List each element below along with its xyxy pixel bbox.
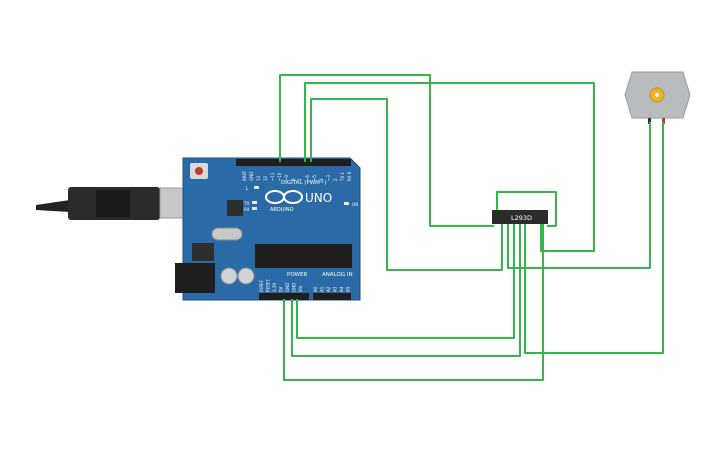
power-pin-label-0: IOREF <box>259 279 264 292</box>
usb-chip <box>227 200 243 216</box>
arduino-board[interactable]: UNO ARDUINO DIGITAL (PWM~) POWER ANALOG … <box>175 157 361 301</box>
voltage-regulator <box>192 243 214 261</box>
power-pin-label-5: GND <box>292 283 297 292</box>
wire-3[interactable] <box>310 98 503 271</box>
capacitor-1 <box>220 267 238 285</box>
board-brand: ARDUINO <box>270 207 294 213</box>
led-label-2: RX <box>244 207 250 212</box>
usb-cable[interactable] <box>36 187 201 220</box>
analog-pin-label-0: A0 <box>313 286 318 292</box>
l293d-label: L293D <box>511 214 532 222</box>
digital-header <box>236 159 351 166</box>
digital-label: DIGITAL (PWM~) <box>281 180 327 186</box>
motor-shaft-center <box>655 93 659 97</box>
motor-terminal-1 <box>648 118 651 124</box>
analog-label: ANALOG IN <box>322 272 353 278</box>
wire-5[interactable] <box>507 122 651 269</box>
dc-motor-icon[interactable] <box>624 71 691 124</box>
power-pin-label-6: Vin <box>298 285 303 292</box>
l293d-body <box>492 210 548 224</box>
analog-pin-label-5: A5 <box>346 286 351 292</box>
digital-pin-label-13: 2 <box>333 178 338 181</box>
led-0 <box>254 186 259 189</box>
power-pin-label-3: 5V <box>279 286 284 292</box>
usb-plug-grip <box>96 190 130 217</box>
digital-pin-label-9: ~6 <box>305 175 310 181</box>
digital-pin-label-15: RX 0 <box>347 171 352 181</box>
crystal <box>211 227 243 241</box>
motor-terminal-2 <box>662 118 665 124</box>
digital-pin-label-4: ~11 <box>270 172 275 181</box>
wire-6[interactable] <box>524 122 664 354</box>
power-pin-label-2: 3.3V <box>272 283 277 292</box>
led-2 <box>252 207 257 210</box>
wire-4[interactable] <box>496 191 557 227</box>
analog-pin-label-3: A3 <box>333 286 338 292</box>
digital-pin-label-6: ~9 <box>284 175 289 181</box>
arduino-logo-icon <box>265 190 303 204</box>
digital-pin-label-3: 12 <box>263 175 268 181</box>
l293d-chip[interactable]: L293D <box>492 210 548 224</box>
digital-pin-label-12: ~3 <box>326 175 331 181</box>
analog-pin-label-1: A1 <box>320 286 325 292</box>
digital-pin-label-11: 4 <box>319 178 324 181</box>
wire-2[interactable] <box>304 82 595 252</box>
digital-pin-label-14: TX 1 <box>340 172 345 182</box>
digital-pin-label-7: 8 <box>291 178 296 181</box>
digital-pin-label-10: ~5 <box>312 175 317 181</box>
digital-pin-label-2: 13 <box>256 175 261 181</box>
power-jack <box>175 263 215 293</box>
usb-cable-strain <box>36 200 70 212</box>
led-label-1: TX <box>243 201 249 206</box>
analog-pin-label-2: A2 <box>326 286 331 292</box>
atmega-chip <box>255 244 352 268</box>
digital-pin-label-5: ~10 <box>277 172 282 181</box>
analog-pin-label-4: A4 <box>339 286 344 292</box>
power-pin-label-1: RESET <box>266 279 271 292</box>
led-label-3: ON <box>352 202 358 207</box>
digital-pin-label-1: GND <box>249 172 254 181</box>
digital-pin-label-0: AREF <box>242 170 247 181</box>
wire-9[interactable] <box>283 224 544 381</box>
reset-button-cap <box>195 167 203 175</box>
led-3 <box>344 202 349 205</box>
wire-8[interactable] <box>291 224 521 357</box>
power-pin-label-4: GND <box>285 283 290 292</box>
wires <box>279 74 664 381</box>
led-label-0: L <box>246 186 249 191</box>
analog-header <box>313 293 351 300</box>
power-label: POWER <box>287 272 308 278</box>
wire-7[interactable] <box>296 224 515 339</box>
board-name: UNO <box>305 191 332 205</box>
capacitor-2 <box>237 267 255 285</box>
led-1 <box>252 201 257 204</box>
digital-pin-label-8: 7 <box>298 178 303 181</box>
wire-1[interactable] <box>279 74 494 227</box>
power-header <box>259 293 309 300</box>
